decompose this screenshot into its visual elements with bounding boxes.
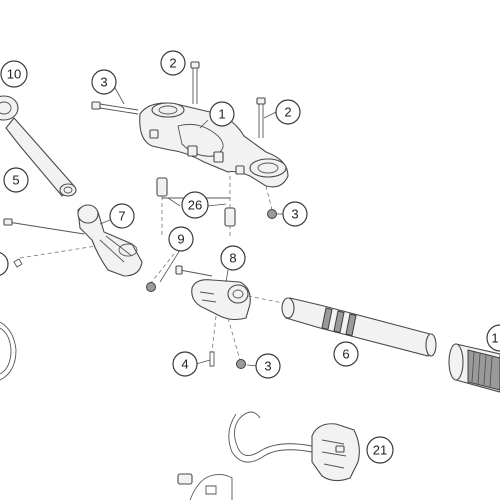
part-21-switch	[177, 411, 360, 500]
svg-text:6: 6	[342, 347, 349, 362]
svg-text:4: 4	[181, 357, 188, 372]
callout-2-left: 2	[160, 50, 186, 76]
part-1-triple-clamp	[139, 102, 289, 188]
part-5-handlebar-tube	[5, 117, 77, 197]
svg-text:8: 8	[229, 251, 236, 266]
svg-text:7: 7	[118, 209, 125, 224]
callout-3-right: 3	[282, 201, 308, 227]
part-3-bolt-top	[91, 101, 139, 115]
svg-text:21: 21	[373, 443, 387, 458]
callout-26: 26	[181, 191, 209, 219]
svg-text:5: 5	[12, 173, 19, 188]
part-2-bolt-right	[256, 97, 266, 138]
callout-6: 6	[333, 341, 359, 367]
part-6-throttle-tube	[247, 295, 437, 357]
callout-3-top: 3	[91, 69, 117, 95]
svg-text:3: 3	[291, 207, 298, 222]
part-9-nut	[146, 253, 175, 292]
part-3-nut-right	[265, 185, 277, 219]
callout-3-bottom: 3	[255, 353, 281, 379]
svg-text:2: 2	[169, 56, 176, 71]
part-grip	[448, 343, 500, 393]
part-7-lower-clamp	[3, 204, 143, 277]
callout-grip-cut-off: 1	[486, 324, 500, 352]
part-2-bolt-left	[190, 61, 200, 104]
leader-lines	[99, 85, 283, 367]
svg-text:10: 10	[7, 67, 21, 82]
callout-1: 1	[209, 101, 235, 127]
svg-text:26: 26	[188, 198, 202, 213]
svg-text:1: 1	[491, 331, 498, 346]
svg-text:3: 3	[100, 75, 107, 90]
callout-9: 9	[168, 226, 194, 252]
callout-8: 8	[220, 245, 246, 271]
callout-21: 21	[366, 436, 394, 464]
part-wire-loop-left	[0, 321, 17, 381]
part-10-bar-end	[0, 95, 19, 121]
part-8-throttle-housing	[175, 265, 251, 369]
callout-2-right: 2	[275, 99, 301, 125]
callout-4: 4	[172, 351, 198, 377]
callout-3-far-left: 3	[0, 252, 9, 276]
callout-10: 10	[0, 60, 28, 88]
svg-text:2: 2	[284, 105, 291, 120]
svg-text:3: 3	[264, 359, 271, 374]
svg-text:1: 1	[218, 107, 225, 122]
callout-7: 7	[109, 203, 135, 229]
callout-5: 5	[3, 167, 29, 193]
svg-text:9: 9	[177, 232, 184, 247]
